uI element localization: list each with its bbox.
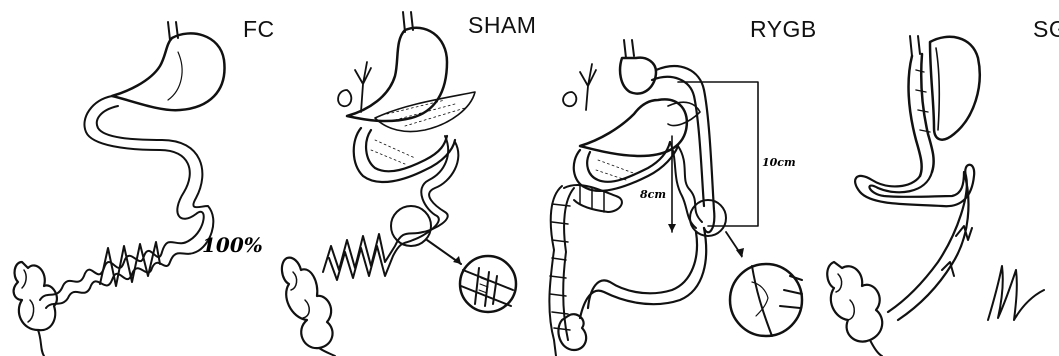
cecum	[14, 262, 57, 356]
panel-sham: SHAM	[275, 0, 540, 356]
panel-sg: SG	[812, 0, 1059, 356]
gastric-pouch	[620, 58, 656, 94]
stomach-shape	[112, 33, 225, 110]
small-intestine	[40, 96, 213, 308]
panel-fc: FC 100%	[0, 0, 275, 356]
fc-illustration: 100%	[0, 0, 275, 356]
panel-rygb: RYGB 10cm 8cm	[540, 0, 812, 356]
measure-8cm: 8cm	[640, 188, 666, 201]
signature-mark	[988, 266, 1044, 320]
magnified-view	[730, 264, 802, 336]
sg-illustration	[812, 0, 1059, 356]
colon	[549, 184, 622, 356]
excluded-stomach	[580, 99, 687, 156]
fc-annotation-100: 100%	[202, 233, 263, 257]
gastric-sleeve	[909, 56, 922, 176]
magnifier-ring	[690, 200, 726, 236]
measure-10cm: 10cm	[762, 156, 796, 169]
sham-illustration	[275, 0, 540, 356]
rygb-illustration: 10cm 8cm	[540, 0, 812, 356]
